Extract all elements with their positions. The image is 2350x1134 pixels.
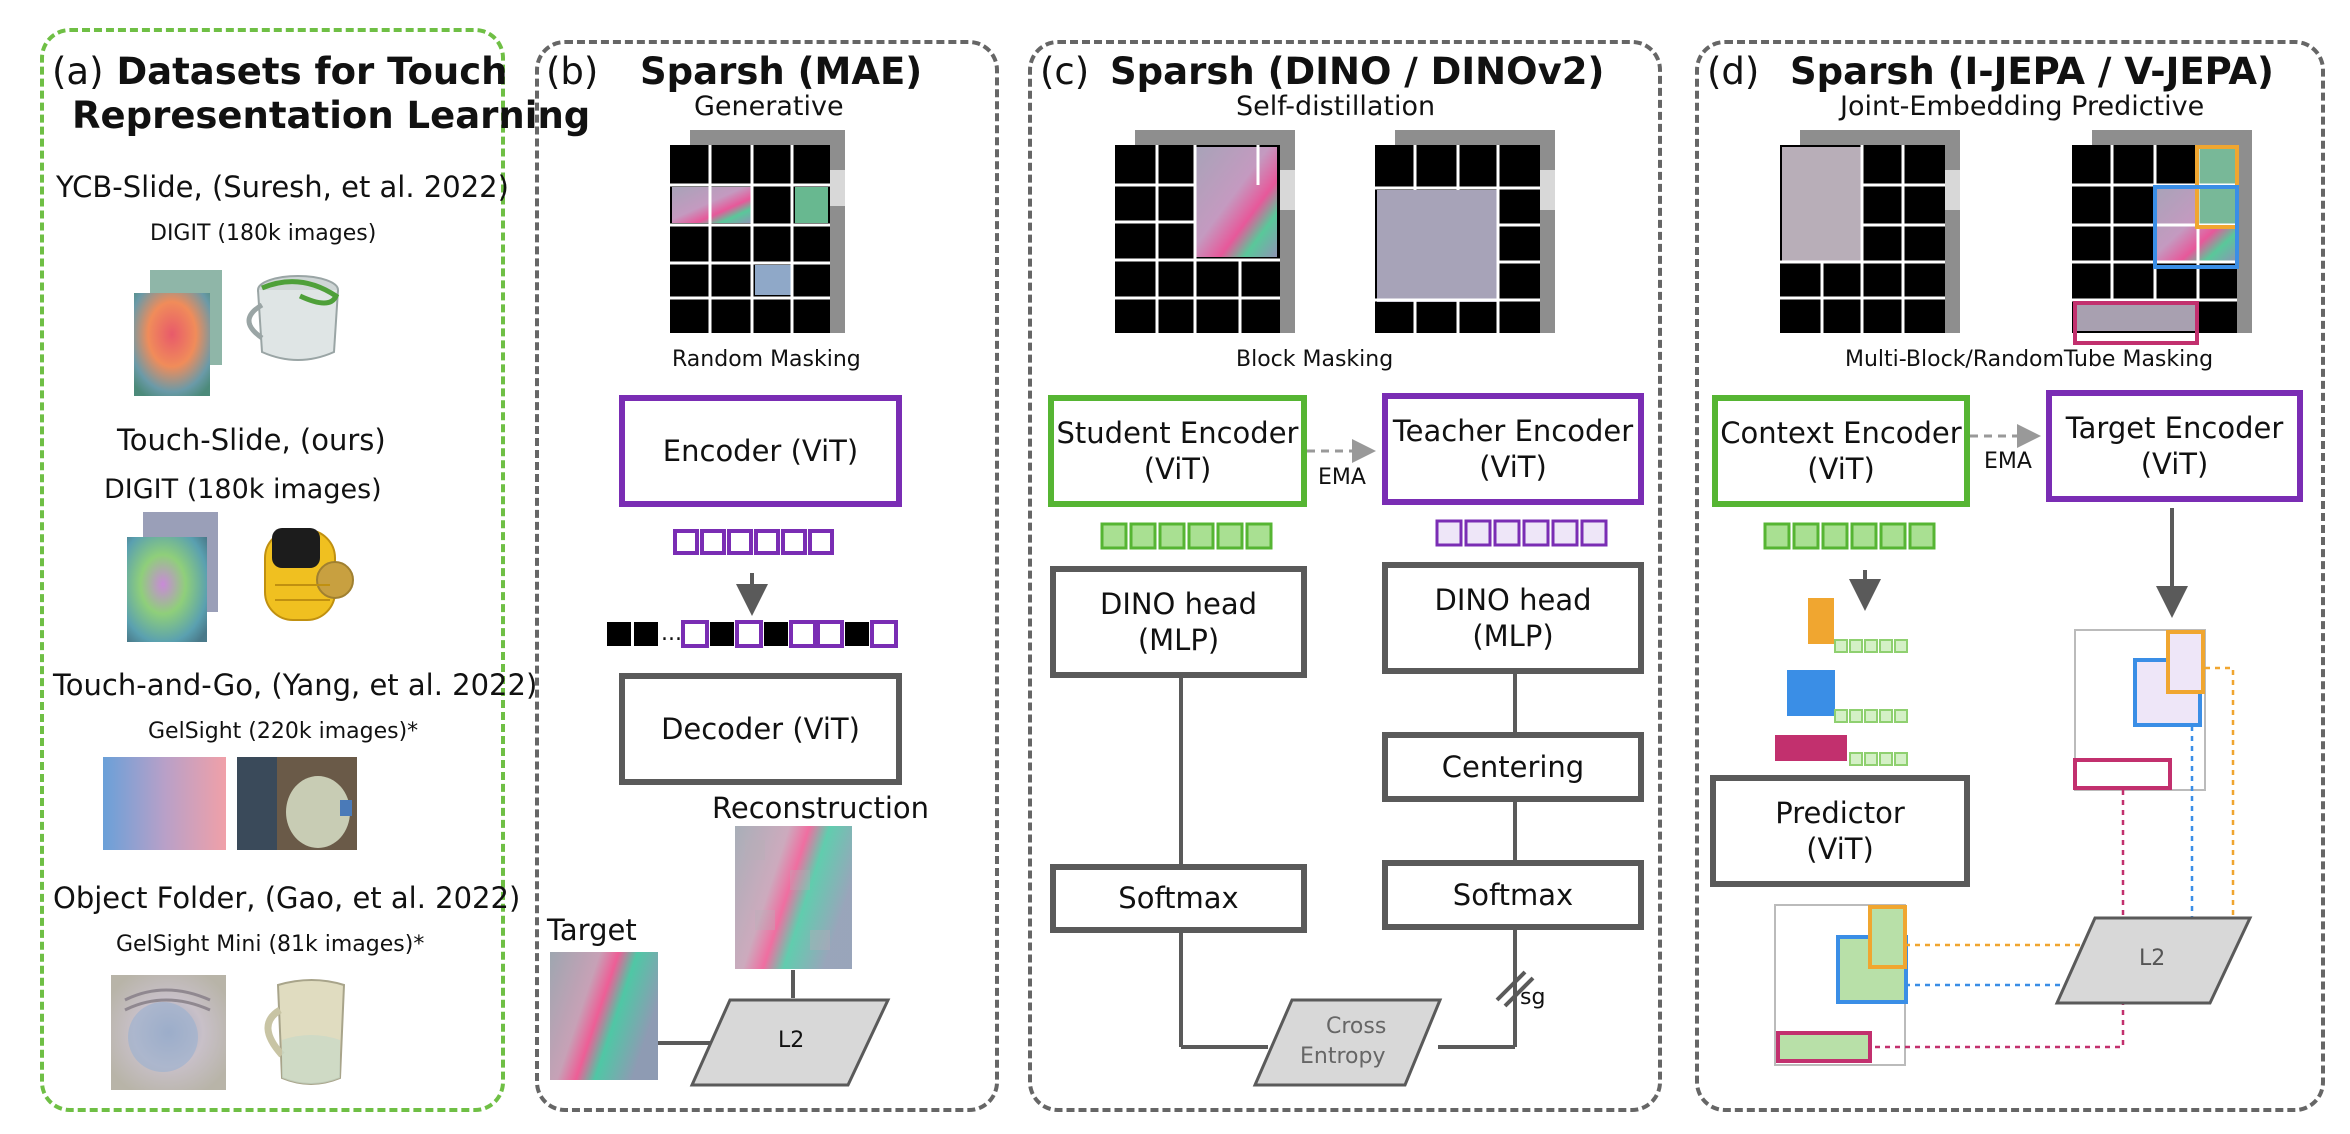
jepa-predictor-inputs — [1775, 598, 1908, 766]
dino-masking-label: Block Masking — [1236, 347, 1394, 372]
dino-loss-line1: Cross — [1326, 1014, 1387, 1039]
jepa-target-patch-grid — [2072, 130, 2252, 345]
jepa-context-tokens — [1763, 522, 1936, 550]
jepa-context-line2: (ViT) — [1807, 452, 1875, 486]
mae-encoder-tokens — [673, 529, 834, 555]
jepa-masking-label: Multi-Block/RandomTube Masking — [1845, 347, 2214, 372]
dino-cross-entropy-shape — [1252, 998, 1443, 1087]
dino-ema-label: EMA — [1318, 465, 1366, 490]
mae-reconstruction-label: Reconstruction — [712, 791, 930, 825]
dino-teacher-softmax-box: Softmax — [1382, 860, 1644, 930]
panel-c-title: Sparsh (DINO / DINOv2) — [1110, 50, 1605, 93]
panel-d-tag: (d) — [1707, 50, 1760, 93]
panel-a-title-line2: Representation Learning — [72, 94, 591, 137]
jepa-l2-loss-shape — [2054, 916, 2253, 1005]
panel-d-subtitle: Joint-Embedding Predictive — [1840, 91, 2205, 122]
panel-dino — [1028, 40, 1662, 1112]
mae-target-label: Target — [547, 913, 637, 947]
panel-b-subtitle: Generative — [694, 91, 844, 122]
jepa-ema-label: EMA — [1984, 449, 2032, 474]
dino-teacher-line1: Teacher Encoder — [1392, 413, 1634, 448]
dino-student-line2: (ViT) — [1143, 452, 1212, 486]
objectfolder-tactile-image — [111, 975, 226, 1090]
dino-student-head-line1: DINO head — [1099, 586, 1258, 621]
objectfolder-mug-object — [264, 979, 346, 1085]
jepa-predictor-box: Predictor (ViT) — [1710, 775, 1970, 887]
panel-a-tag: (a) — [52, 50, 104, 93]
dino-student-patch-grid — [1115, 130, 1295, 333]
jepa-target-line1: Target Encoder — [2065, 410, 2284, 445]
dino-loss-line2: Entropy — [1300, 1044, 1386, 1069]
dino-centering-box: Centering — [1382, 732, 1644, 802]
jepa-context-encoder-box: Context Encoder (ViT) — [1712, 395, 1970, 507]
jepa-predictor-line1: Predictor — [1775, 795, 1905, 830]
ycb-mug-object — [246, 275, 340, 361]
mae-ellipsis: ... — [661, 621, 682, 646]
corn-toy-object — [264, 528, 354, 621]
dataset-name: Touch-and-Go, (Yang, et al. 2022) — [53, 668, 538, 702]
panel-mae — [535, 40, 999, 1112]
jepa-predictor-line2: (ViT) — [1806, 832, 1874, 866]
dino-student-head-box: DINO head (MLP) — [1050, 566, 1307, 678]
ycb-tactile-images — [134, 270, 222, 396]
jepa-target-representation — [2073, 629, 2206, 791]
panel-d-title: Sparsh (I-JEPA / V-JEPA) — [1790, 50, 2274, 93]
dino-student-encoder-box: Student Encoder (ViT) — [1048, 395, 1307, 507]
dino-sg-label: sg — [1520, 985, 1546, 1010]
dino-teacher-line2: (ViT) — [1479, 450, 1547, 484]
dino-teacher-head-line1: DINO head — [1434, 582, 1592, 617]
mae-reconstruction-pixelation — [745, 840, 830, 950]
mae-target-image — [550, 952, 658, 1080]
touchandgo-tactile-image — [103, 757, 226, 850]
panel-a-tag-title: (a) Datasets for Touch — [52, 50, 508, 93]
dataset-name: Touch-Slide, (ours) — [117, 423, 386, 457]
mae-decoder-box: Decoder (ViT) — [619, 673, 902, 785]
panel-b-title: Sparsh (MAE) — [640, 50, 923, 93]
dino-teacher-head-box: DINO head (MLP) — [1382, 562, 1644, 674]
dino-student-softmax-box: Softmax — [1050, 864, 1307, 933]
mae-masked-patch-grid — [670, 130, 845, 333]
dino-connectors — [1179, 674, 1535, 1049]
jepa-predicted-representation — [1774, 904, 1908, 1066]
dino-teacher-head-line2: (MLP) — [1472, 619, 1554, 653]
dino-student-line1: Student Encoder — [1056, 415, 1299, 450]
mae-reconstruction-image — [735, 826, 852, 969]
dataset-name: YCB-Slide, (Suresh, et al. 2022) — [56, 170, 509, 204]
touchslide-tactile-images — [127, 512, 218, 642]
panel-b-tag: (b) — [546, 50, 599, 93]
dataset-name: Object Folder, (Gao, et al. 2022) — [53, 881, 521, 915]
panel-datasets — [40, 28, 505, 1112]
touchandgo-scene-image — [237, 757, 357, 850]
jepa-l2-label: L2 — [2139, 946, 2166, 971]
dataset-sensor: DIGIT (180k images) — [104, 474, 382, 505]
panel-c-tag: (c) — [1040, 50, 1090, 93]
panel-c-subtitle: Self-distillation — [1236, 91, 1436, 122]
jepa-target-line2: (ViT) — [2140, 447, 2209, 481]
dataset-sensor: GelSight Mini (81k images)* — [116, 932, 425, 957]
dino-student-tokens — [1100, 522, 1273, 550]
dataset-sensor: DIGIT (180k images) — [150, 221, 377, 246]
jepa-context-patch-grid — [1780, 130, 1960, 333]
jepa-target-encoder-box: Target Encoder (ViT) — [2046, 390, 2303, 502]
panel-jepa — [1695, 40, 2325, 1112]
dino-student-head-line2: (MLP) — [1137, 623, 1220, 657]
dino-teacher-encoder-box: Teacher Encoder (ViT) — [1382, 393, 1644, 505]
mae-l2-label: L2 — [778, 1028, 805, 1053]
mae-masking-label: Random Masking — [672, 347, 861, 372]
jepa-context-line1: Context Encoder — [1720, 415, 1962, 450]
dino-teacher-tokens — [1435, 519, 1608, 547]
mae-decoder-tokens — [607, 620, 898, 648]
dataset-sensor: GelSight (220k images)* — [148, 719, 419, 744]
mae-encoder-box: Encoder (ViT) — [619, 395, 902, 507]
dino-teacher-patch-grid — [1375, 130, 1555, 333]
mae-l2-loss-shape — [689, 998, 891, 1087]
panel-a-title-line1: Datasets for Touch — [116, 50, 508, 93]
